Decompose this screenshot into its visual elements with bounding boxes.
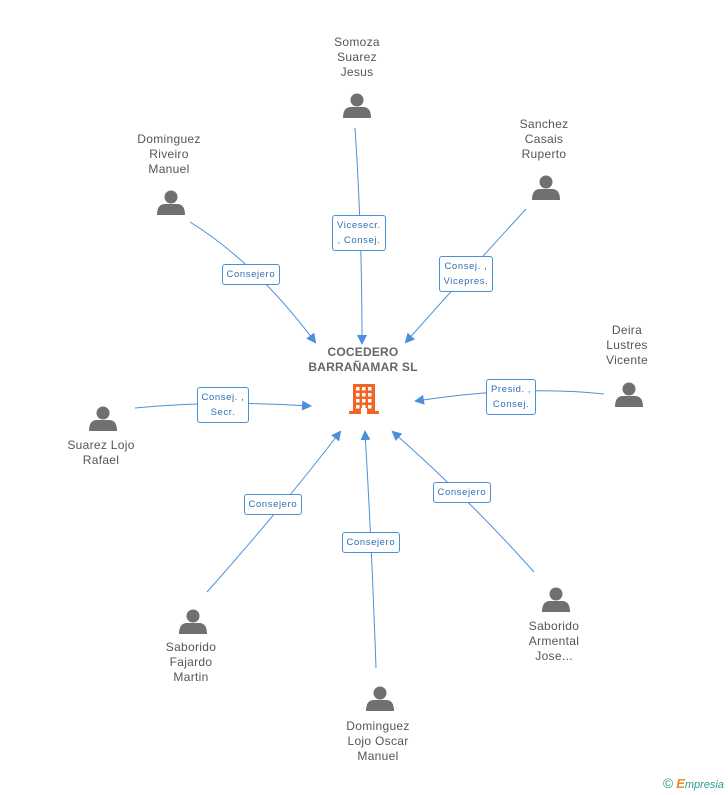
- person-icon[interactable]: [615, 382, 643, 408]
- person-icon[interactable]: [532, 175, 560, 201]
- brand-initial: E: [676, 776, 685, 791]
- person-name[interactable]: Saborido Fajardo Martin: [165, 639, 217, 684]
- person-icon[interactable]: [366, 686, 394, 712]
- person-icon[interactable]: [179, 609, 207, 635]
- role-badge[interactable]: Presid. , Consej.: [486, 379, 537, 415]
- role-badge[interactable]: Consejero: [341, 531, 401, 553]
- role-badge[interactable]: Consej. , Secr.: [196, 387, 250, 423]
- brand-name: mpresia: [684, 779, 724, 791]
- role-badge[interactable]: Vicesecr. , Consej.: [332, 215, 386, 251]
- role-badge[interactable]: Consejero: [432, 481, 492, 503]
- company-name[interactable]: COCEDERO BARRAÑAMAR SL: [308, 345, 418, 374]
- copyright-icon: ©: [662, 775, 674, 791]
- person-name[interactable]: Dominguez Riveiro Manuel: [137, 131, 201, 176]
- person-name[interactable]: Dominguez Lojo Oscar Manuel: [346, 718, 410, 763]
- footer-brand: © Empresia: [663, 775, 724, 791]
- person-name[interactable]: Saborido Armental Jose...: [528, 618, 580, 663]
- person-icon[interactable]: [89, 406, 117, 432]
- person-name[interactable]: Deira Lustres Vicente: [606, 322, 648, 367]
- person-name[interactable]: Sanchez Casais Ruperto: [519, 116, 569, 161]
- role-badge[interactable]: Consejero: [221, 263, 281, 285]
- person-icon[interactable]: [343, 93, 371, 119]
- role-badge[interactable]: Consejero: [243, 493, 303, 515]
- person-icon[interactable]: [542, 587, 570, 613]
- person-name[interactable]: Somoza Suarez Jesus: [334, 34, 380, 79]
- person-name[interactable]: Suarez Lojo Rafael: [67, 438, 135, 467]
- person-icon[interactable]: [157, 190, 185, 216]
- building-icon[interactable]: [349, 384, 379, 414]
- role-badge[interactable]: Consej. , Vicepres.: [438, 256, 494, 292]
